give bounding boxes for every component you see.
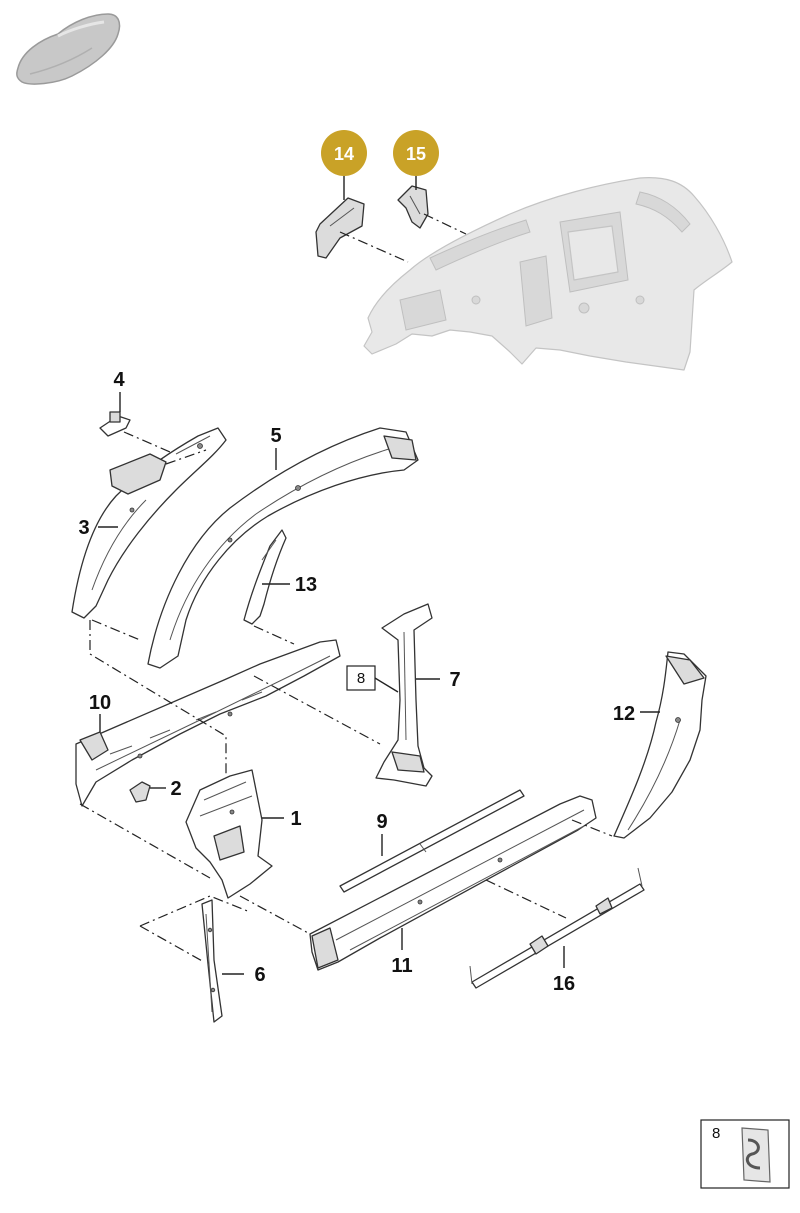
assembly-line-4 [123,431,171,453]
svg-text:14: 14 [334,144,354,164]
part-15-bracket[interactable] [397,185,429,229]
callout-13: 13 [295,574,317,596]
part-4-clip[interactable] [99,411,131,437]
part-9-seal-strip[interactable] [339,789,525,893]
assembly-lines [79,449,613,963]
callout-11: 11 [391,955,412,977]
part-2-clip[interactable] [129,781,151,803]
part-10-sill-inner[interactable] [75,639,341,807]
callout-10: 10 [89,692,111,714]
badge-14[interactable]: 14 [321,130,367,176]
leader-8 [374,677,399,693]
car-thumbnail-icon[interactable] [16,13,121,85]
callout-16: 16 [553,973,575,995]
assembly-line-15 [423,213,467,235]
svg-text:15: 15 [406,144,426,164]
context-rear-panel [363,177,733,371]
assembly-line-13 [253,625,295,645]
part-3-a-pillar[interactable] [71,427,227,619]
part-5-roof-rail[interactable] [147,427,419,669]
callout-5: 5 [270,425,281,447]
callout-1: 1 [290,808,301,830]
part-11-sill-outer[interactable] [309,795,597,971]
part-1-bracket[interactable] [185,769,273,899]
callout-2: 2 [170,778,181,800]
svg-text:8: 8 [712,1125,720,1142]
callout-6: 6 [254,964,265,986]
badge-15[interactable]: 15 [393,130,439,176]
inset-detail-8[interactable]: 8 [700,1119,790,1189]
callout-4: 4 [113,369,125,391]
part-14-bracket[interactable] [315,197,365,259]
part-13-bracket[interactable] [243,529,287,625]
inset-part-icon [741,1127,771,1183]
part-7-b-pillar[interactable] [375,603,433,787]
part-16-jack-bar[interactable] [469,867,645,989]
callout-9: 9 [376,811,387,833]
part-12-c-pillar[interactable] [613,651,707,839]
svg-text:8: 8 [357,670,365,687]
part-6-strip[interactable] [201,899,223,1023]
assembly-line-14 [339,231,409,263]
callout-7: 7 [449,669,460,691]
callout-12: 12 [613,703,635,725]
reference-box-8[interactable]: 8 [346,665,376,691]
callout-3: 3 [78,517,89,539]
